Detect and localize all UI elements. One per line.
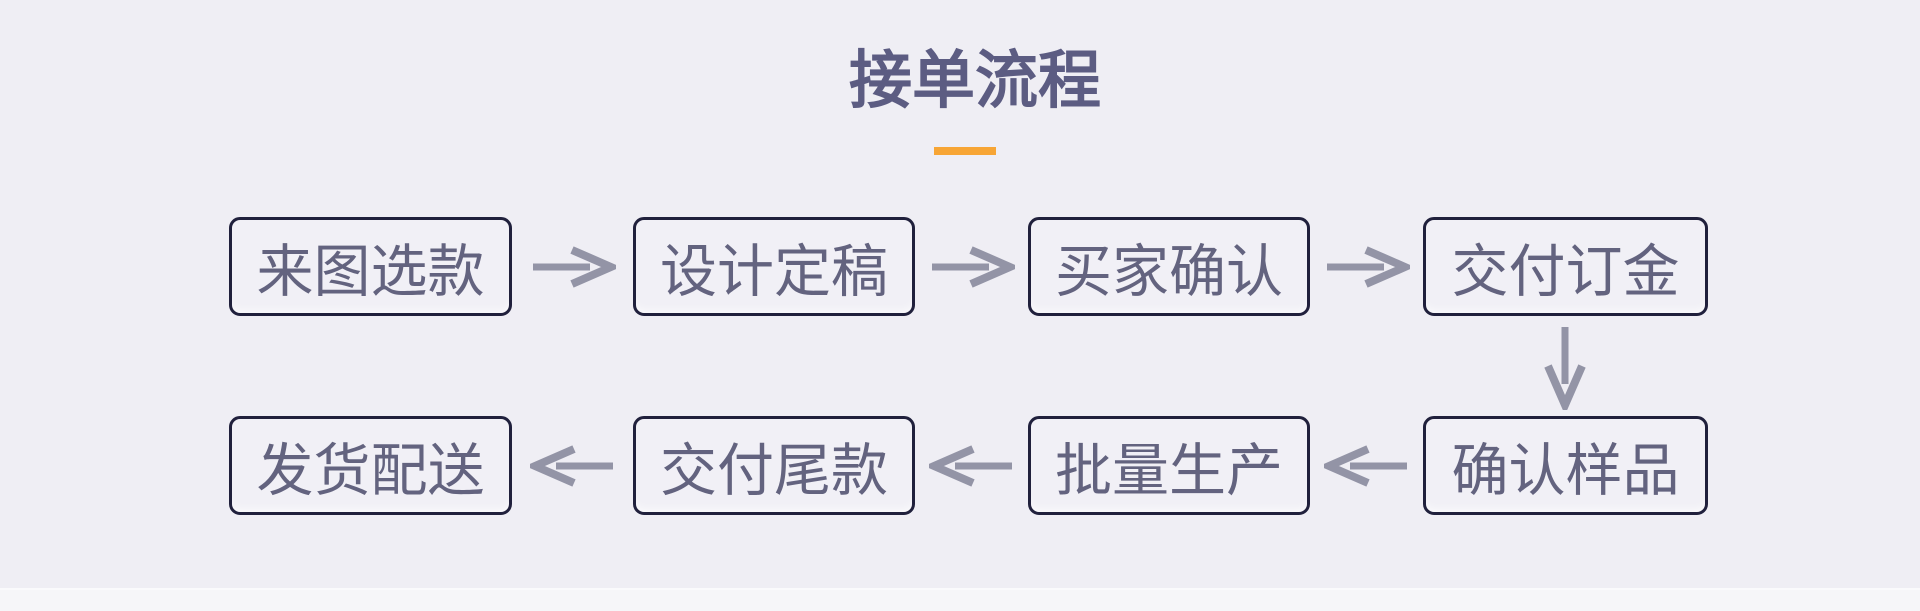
step-confirm-sample: 确认样品 (1423, 416, 1708, 515)
section-bottom-strip (0, 588, 1920, 611)
step-ship-deliver: 发货配送 (229, 416, 512, 515)
step-mass-production: 批量生产 (1028, 416, 1310, 515)
arrow-right-icon (1324, 245, 1410, 289)
arrow-down-icon (1543, 324, 1587, 410)
step-pay-deposit: 交付订金 (1423, 217, 1708, 316)
page-title: 接单流程 (849, 43, 1101, 117)
step-buyer-confirm: 买家确认 (1028, 217, 1310, 316)
arrow-left-icon (530, 444, 616, 488)
step-receive-image-select-style: 来图选款 (229, 217, 512, 316)
arrow-left-icon (929, 444, 1015, 488)
arrow-right-icon (530, 245, 616, 289)
step-design-finalize: 设计定稿 (633, 217, 915, 316)
arrow-left-icon (1324, 444, 1410, 488)
step-pay-balance: 交付尾款 (633, 416, 915, 515)
title-underline-accent (934, 147, 996, 155)
arrow-right-icon (929, 245, 1015, 289)
